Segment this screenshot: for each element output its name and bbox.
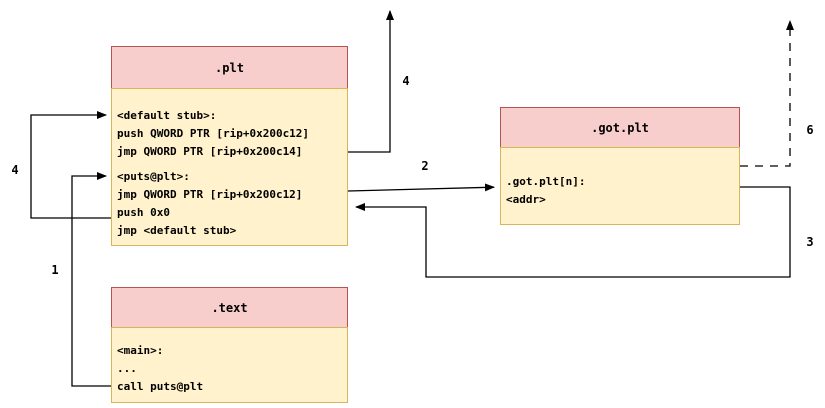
text-code-line: call puts@plt [117, 380, 204, 393]
plt-box-body: <default stub>: push QWORD PTR [rip+0x20… [111, 88, 348, 246]
plt-code-line: push QWORD PTR [rip+0x200c12] [117, 127, 310, 140]
step-label-1: 1 [51, 263, 59, 277]
text-code-line: <main>: [117, 344, 164, 357]
plt-code-line: push 0x0 [117, 206, 170, 219]
plt-code-line: <default stub>: [117, 109, 217, 122]
plt-code-line-blank [112, 161, 347, 168]
plt-code-line: jmp QWORD PTR [rip+0x200c14] [117, 145, 303, 158]
plt-code-line: <puts@plt>: [117, 170, 190, 183]
got-plt-box-body: .got.plt[n]: <addr> [500, 147, 740, 225]
step-label-3: 3 [806, 235, 814, 249]
got-plt-box: .got.plt .got.plt[n]: <addr> [500, 107, 740, 225]
text-box-header: .text [111, 287, 348, 327]
got-plt-box-header: .got.plt [500, 107, 740, 147]
got-plt-box-title: .got.plt [591, 120, 649, 135]
plt-box: .plt <default stub>: push QWORD PTR [rip… [111, 46, 348, 246]
arrow-step-3-got-back-to-plt [355, 186, 791, 278]
step-label-4-resolver: 4 [402, 74, 410, 88]
got-plt-code-line: .got.plt[n]: [506, 175, 586, 188]
plt-code-line: jmp <default stub> [117, 224, 237, 237]
arrow-step-6-resolved-jump [740, 20, 794, 167]
arrow-step-1-call-to-plt [71, 172, 111, 387]
text-code-line: ... [117, 362, 137, 375]
got-plt-code-line: <addr> [506, 193, 546, 206]
text-box: .text <main>: ... call puts@plt [111, 287, 348, 403]
arrow-step-2-plt-to-got [347, 183, 495, 192]
plt-box-title: .plt [215, 60, 244, 75]
arrow-step-4-jmp-default-stub [30, 111, 111, 219]
step-label-6: 6 [806, 123, 814, 137]
text-box-title: .text [211, 300, 248, 315]
plt-box-header: .plt [111, 46, 348, 88]
step-label-2: 2 [421, 159, 429, 173]
arrow-step-4-to-resolver [348, 10, 394, 153]
text-box-body: <main>: ... call puts@plt [111, 327, 348, 403]
plt-code-line: jmp QWORD PTR [rip+0x200c12] [117, 188, 303, 201]
step-label-4-loop: 4 [11, 163, 19, 177]
